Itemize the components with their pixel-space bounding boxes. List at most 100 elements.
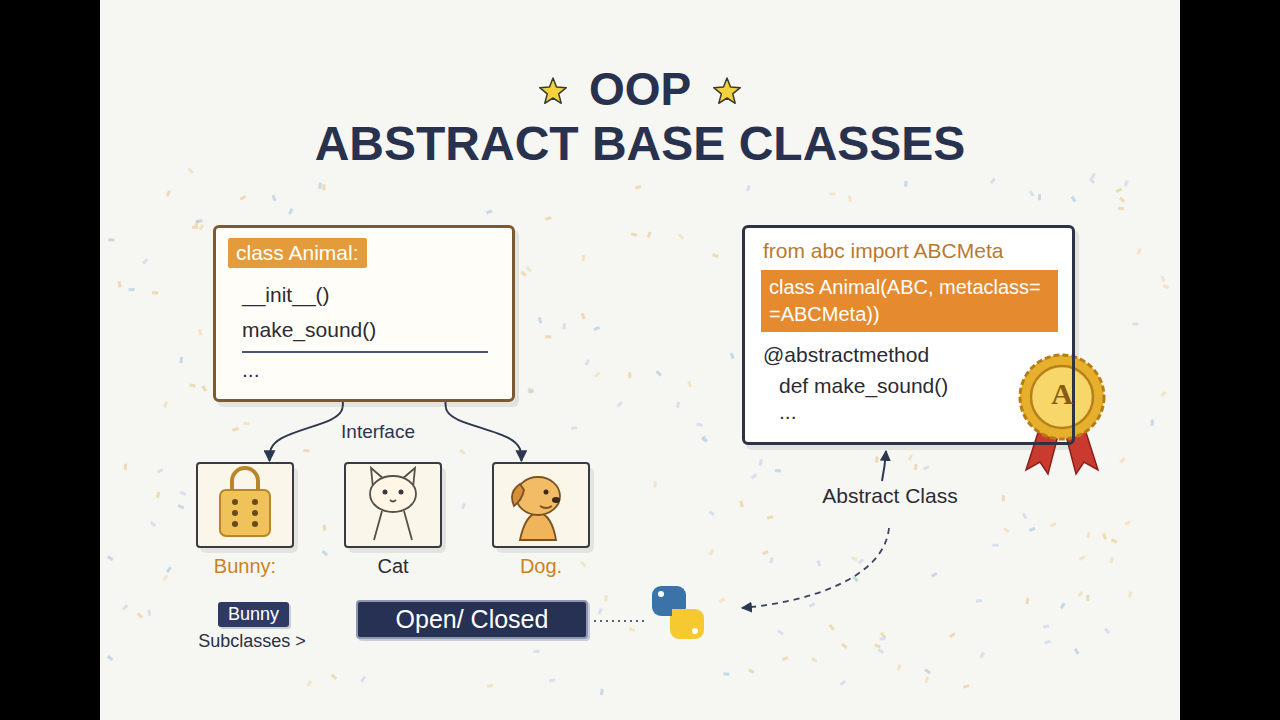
confetti-piece xyxy=(198,329,202,336)
confetti-piece xyxy=(656,370,662,376)
drawing-part xyxy=(658,591,664,597)
confetti-piece xyxy=(811,657,818,663)
confetti-piece xyxy=(604,595,607,601)
confetti-piece xyxy=(243,422,249,425)
box-fill xyxy=(213,225,515,402)
box-fills xyxy=(196,225,1079,553)
confetti-piece xyxy=(979,652,985,659)
confetti-piece xyxy=(1136,248,1141,255)
medal-letter: A xyxy=(1051,377,1073,411)
confetti-piece xyxy=(654,481,657,487)
confetti-piece xyxy=(631,232,638,236)
confetti-piece xyxy=(1089,178,1095,184)
confetti-piece xyxy=(178,504,185,509)
drawing-part xyxy=(552,497,560,503)
confetti-piece xyxy=(1119,197,1125,203)
confetti-piece xyxy=(992,544,998,547)
node-text: ... xyxy=(779,399,1072,425)
confetti-piece xyxy=(593,326,600,331)
confetti-piece xyxy=(156,492,160,499)
drawing-part xyxy=(383,490,388,495)
subclass-box: Dog. xyxy=(492,462,590,548)
confetti-piece xyxy=(923,465,930,470)
confetti-piece xyxy=(629,627,636,632)
confetti-piece xyxy=(1128,591,1132,597)
confetti-piece xyxy=(232,427,239,432)
confetti-piece xyxy=(1025,598,1029,604)
confetti-piece xyxy=(538,317,542,324)
confetti-piece xyxy=(1124,180,1129,187)
confetti-piece xyxy=(769,557,773,564)
drawing-part xyxy=(692,628,698,634)
confetti-piece xyxy=(739,501,743,508)
confetti-piece xyxy=(896,664,901,671)
confetti-piece xyxy=(124,464,127,470)
confetti-piece xyxy=(1109,557,1114,564)
confetti-piece xyxy=(730,352,735,359)
confetti-piece xyxy=(322,550,328,556)
confetti-piece xyxy=(322,525,326,531)
drawing-part xyxy=(374,511,412,540)
relation-label: Interface xyxy=(341,421,415,443)
leader-arrow xyxy=(882,451,886,481)
confetti-piece xyxy=(594,371,600,377)
confetti-piece xyxy=(858,558,865,564)
confetti-piece xyxy=(925,677,930,684)
confetti-piece xyxy=(949,632,956,638)
confetti-piece xyxy=(122,604,128,610)
confetti-piece xyxy=(580,561,586,567)
confetti-piece xyxy=(712,253,719,258)
subclass-box: Bunny: xyxy=(196,462,294,548)
confetti-piece xyxy=(318,183,322,189)
confetti-piece xyxy=(598,608,603,615)
dotted-leader xyxy=(594,620,644,622)
confetti-piece xyxy=(533,650,539,653)
confetti-piece xyxy=(703,435,708,442)
confetti-piece xyxy=(848,195,852,201)
confetti-piece xyxy=(635,185,642,189)
confetti-piece xyxy=(880,637,886,640)
confetti-piece xyxy=(520,271,527,277)
confetti-piece xyxy=(166,566,172,573)
box-fill xyxy=(344,462,442,548)
principle-badge: Open/ Closed xyxy=(356,600,588,639)
drawing-part xyxy=(399,490,404,495)
confetti-piece xyxy=(331,674,337,680)
confetti-piece xyxy=(628,372,631,378)
lock-icon xyxy=(220,468,270,536)
confetti-piece xyxy=(1124,520,1131,526)
confetti-piece xyxy=(545,216,552,220)
confetti-piece xyxy=(678,234,684,240)
confetti-piece xyxy=(163,401,168,408)
title-star xyxy=(540,78,567,103)
box-fill xyxy=(196,462,294,548)
confetti-piece xyxy=(180,491,187,496)
confetti-piece xyxy=(762,550,769,555)
drawing-part xyxy=(252,521,258,527)
confetti-piece xyxy=(459,449,465,455)
confetti-piece xyxy=(187,168,193,174)
confetti-piece xyxy=(196,219,202,223)
confetti-piece xyxy=(1071,196,1077,203)
confetti-piece xyxy=(562,323,566,329)
drawing-part xyxy=(540,506,552,508)
confetti-piece xyxy=(108,238,114,241)
confetti-piece xyxy=(486,209,493,214)
confetti-piece xyxy=(1086,595,1089,601)
confetti-piece xyxy=(830,192,836,195)
confetti-piece xyxy=(201,385,207,392)
confetti-piece xyxy=(303,449,309,452)
drawing-part xyxy=(220,490,270,536)
drawing-part xyxy=(540,78,567,103)
confetti-piece xyxy=(582,255,585,261)
confetti-piece xyxy=(1043,625,1049,629)
confetti-piece xyxy=(782,656,789,661)
letterbox-bar xyxy=(1180,0,1280,720)
confetti-piece xyxy=(759,459,763,465)
drawing-part xyxy=(544,490,549,495)
confetti-piece xyxy=(1074,648,1080,655)
confetti-piece xyxy=(852,576,858,582)
confetti-piece xyxy=(545,335,551,338)
subclass-box: Cat xyxy=(344,462,442,548)
confetti-piece xyxy=(487,684,493,688)
